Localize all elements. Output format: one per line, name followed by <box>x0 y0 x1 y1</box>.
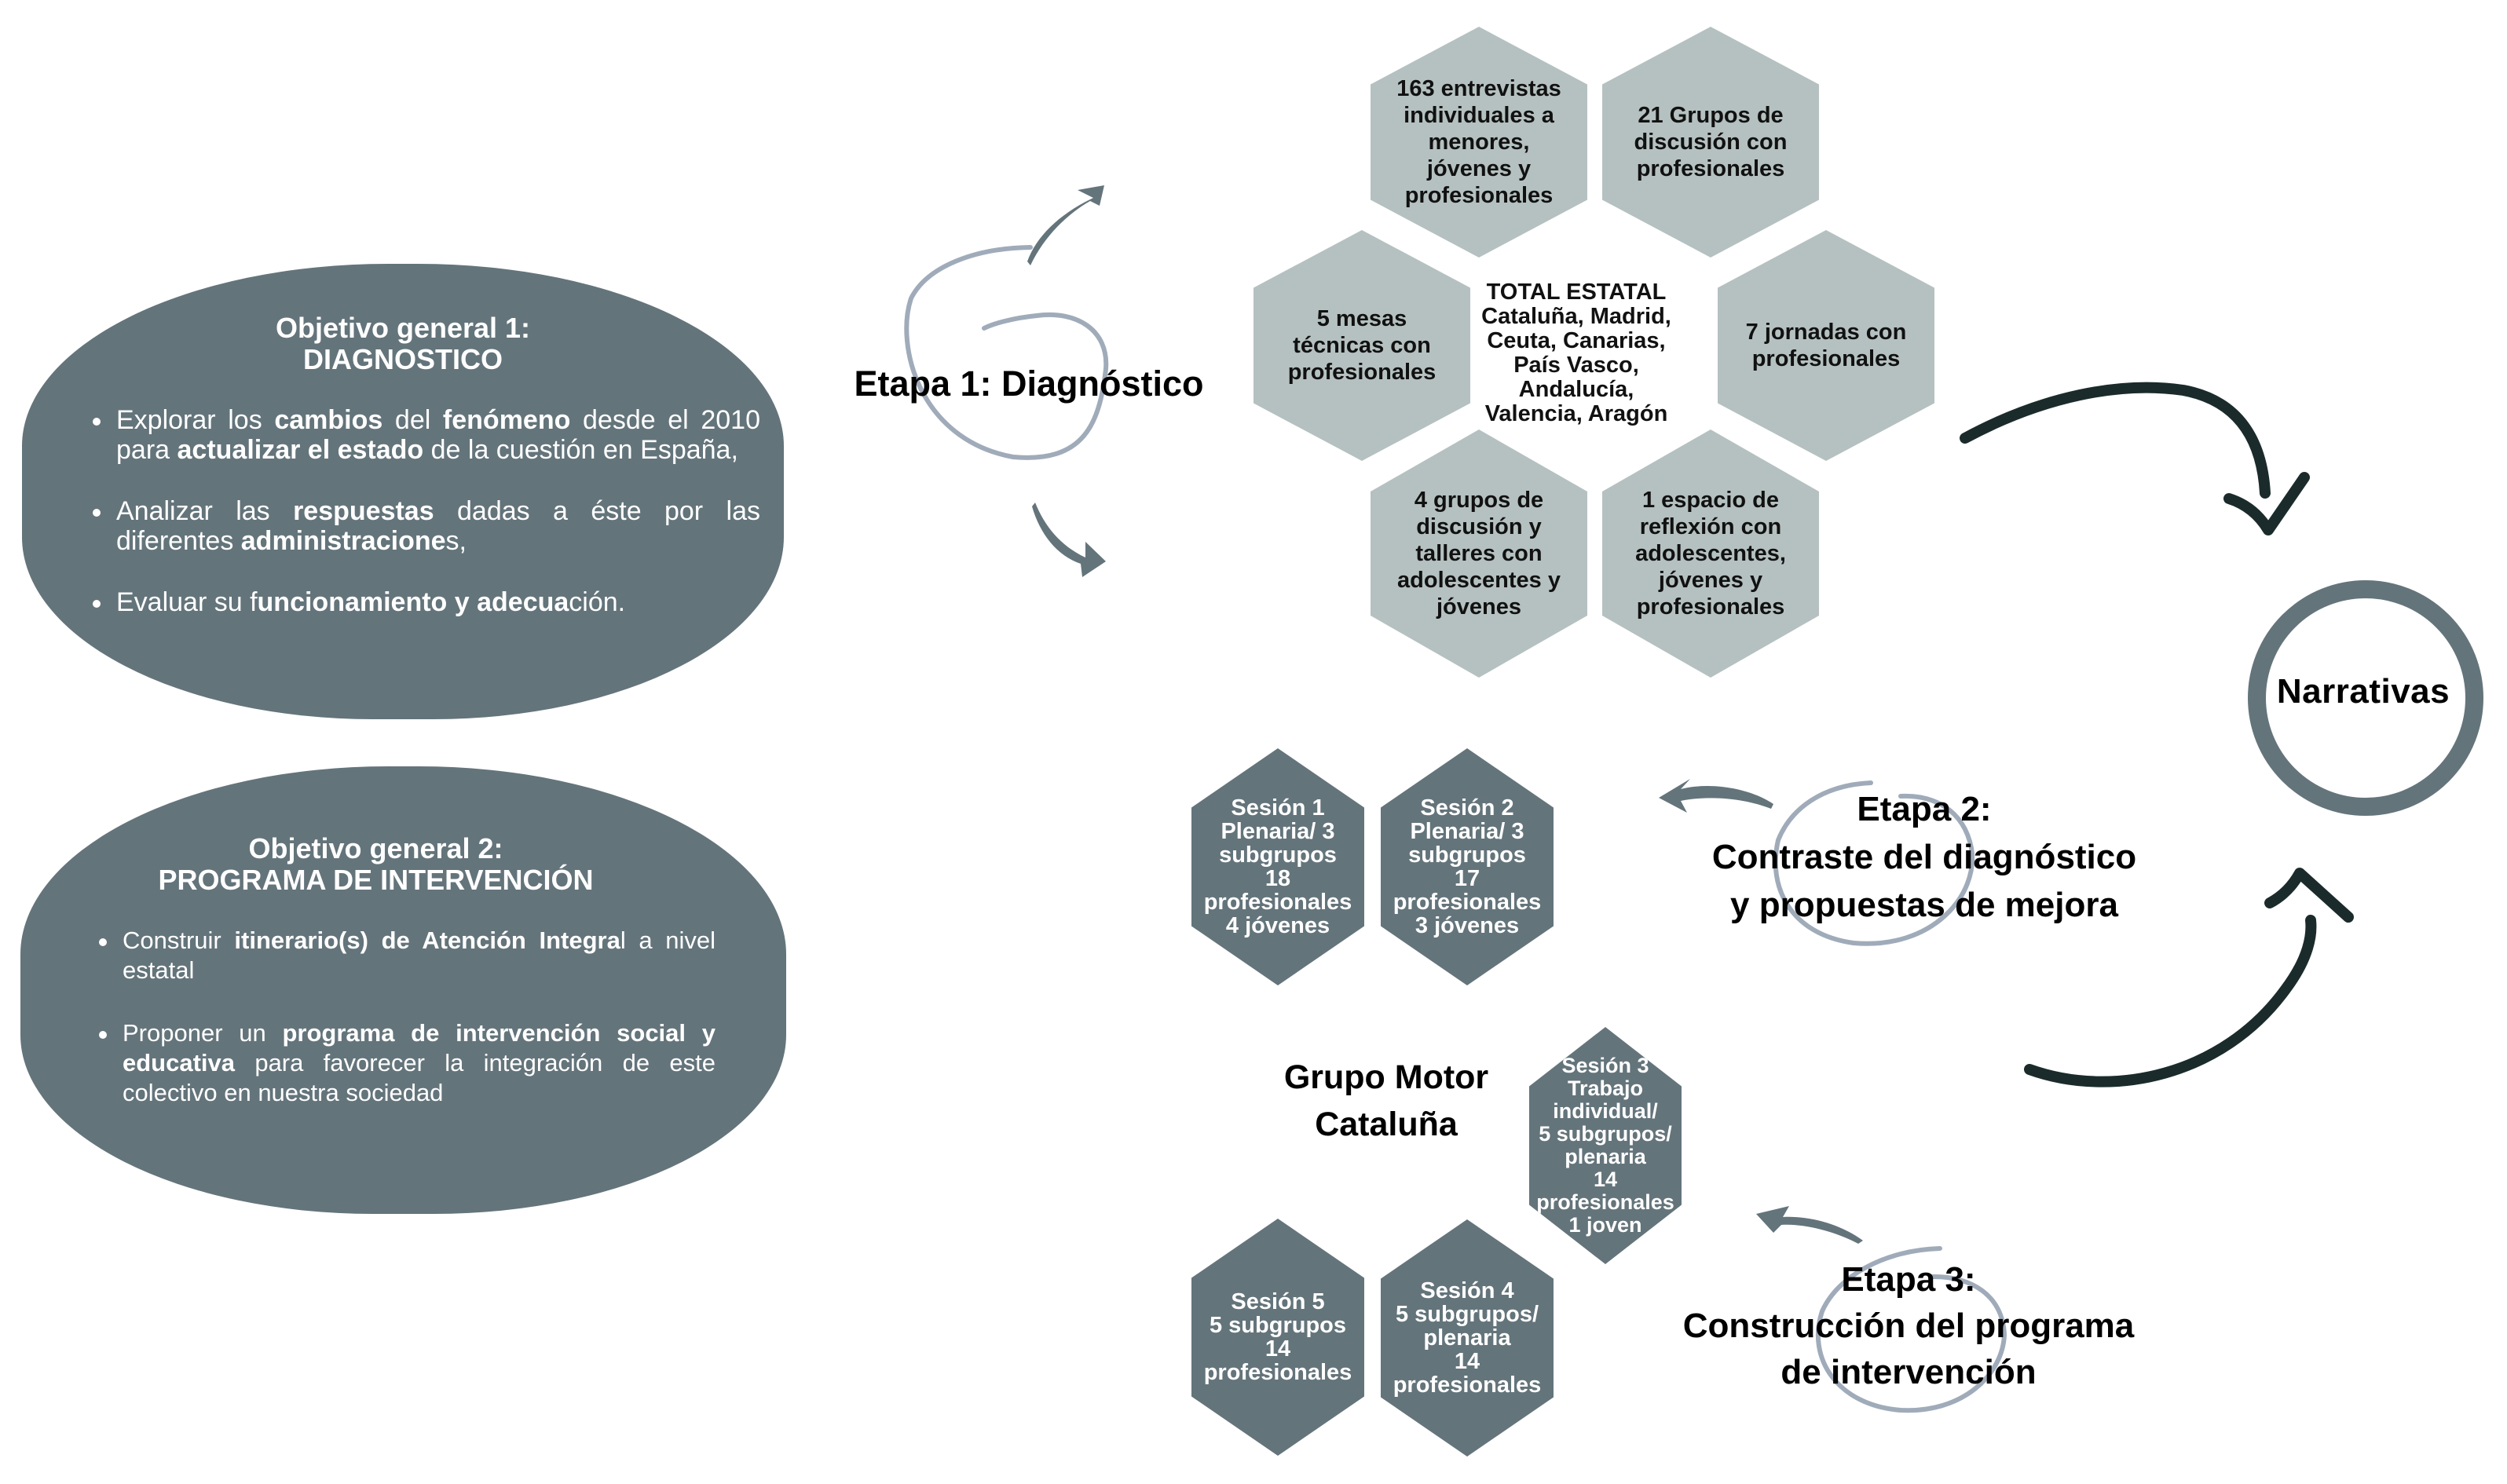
hex-jornadas-text: 7 jornadas con profesionales <box>1745 320 1907 371</box>
bullet-text: Explorar los <box>116 405 275 435</box>
objective-bullet: Construir itinerario(s) de Atención Inte… <box>99 926 716 985</box>
hex-sesion-4: Sesión 4 5 subgrupos/ plenaria 14 profes… <box>1381 1219 1554 1457</box>
stage-2-label: Etapa 2: Contraste del diagnóstico y pro… <box>1711 790 2137 924</box>
total-estatal-label: TOTAL ESTATAL Cataluña, Madrid, Ceuta, C… <box>1481 280 1671 426</box>
narrativas-label: Narrativas <box>2276 672 2450 711</box>
bullet-text: de la cuestión en España, <box>423 435 738 465</box>
bullet-bold-text: uncionamiento y adecua <box>257 587 569 617</box>
objective-bullet: Analizar las respuestas dadas a éste por… <box>93 496 760 556</box>
objective-2-bullets: Construir itinerario(s) de Atención Inte… <box>99 926 716 1108</box>
hex-sesion-1-text: Sesión 1 Plenaria/ 3 subgrupos 18 profes… <box>1203 795 1352 938</box>
objective-bullet: Evaluar su funcionamiento y adecuación. <box>93 587 760 617</box>
bullet-text: Evaluar su f <box>116 587 258 617</box>
hex-sesion-4-text: Sesión 4 5 subgrupos/ plenaria 14 profes… <box>1393 1278 1542 1398</box>
hex-grupos-talleres: 4 grupos de discusión y talleres con ado… <box>1371 429 1587 678</box>
bullet-text: dadas a éste por las diferentes <box>116 496 760 556</box>
hex-entrevistas-text: 163 entrevistas individuales a menores, … <box>1396 76 1561 208</box>
bullet-text: Construir <box>123 927 235 954</box>
hex-sesion-2-text: Sesión 2 Plenaria/ 3 subgrupos 17 profes… <box>1393 795 1542 938</box>
hex-sesion-5-text: Sesión 5 5 subgrupos 14 profesionales <box>1203 1289 1352 1385</box>
hex-entrevistas: 163 entrevistas individuales a menores, … <box>1371 27 1587 258</box>
bullet-bold-text: administracione <box>240 526 446 556</box>
bullet-bold-text: respuestas <box>293 496 434 526</box>
narrativas-circle: Narrativas <box>2248 580 2483 816</box>
arrow-down-right-icon <box>1032 503 1106 577</box>
stage-1-label: Etapa 1: Diagnóstico <box>854 364 1204 404</box>
hex-sesion-3-text: Sesión 3 Trabajo individual/ 5 subgrupos… <box>1536 1054 1674 1237</box>
objective-1-title-line1: Objetivo general 1: <box>275 312 531 344</box>
objective-bullet: Proponer un programa de intervención soc… <box>99 1018 716 1108</box>
objective-2-title-line1: Objetivo general 2: <box>248 832 503 864</box>
hex-grupos-discusion-text: 21 Grupos de discusión con profesionales <box>1634 103 1788 181</box>
objective-2-title-line2: PROGRAMA DE INTERVENCIÓN <box>158 864 594 896</box>
bullet-text: Proponer un <box>123 1019 283 1047</box>
objective-1-panel: Objetivo general 1: DIAGNOSTICO Explorar… <box>22 264 784 719</box>
bullet-text: s, <box>445 526 467 556</box>
hex-jornadas: 7 jornadas con profesionales <box>1718 230 1934 461</box>
arrow-up-right-icon <box>1027 185 1104 265</box>
sketch-circle-etapa1 <box>904 245 1109 460</box>
hex-espacio-reflexion-text: 1 espacio de reflexión con adolescentes,… <box>1635 488 1786 620</box>
hex-sesion-5: Sesión 5 5 subgrupos 14 profesionales <box>1191 1219 1364 1456</box>
bullet-text: del <box>382 405 443 435</box>
bullet-text: l a nivel estatal <box>123 927 716 984</box>
bullet-bold-text: actualizar el estado <box>177 435 424 465</box>
hex-mesas-tecnicas-text: 5 mesas técnicas con profesionales <box>1287 306 1436 385</box>
bullet-text: Analizar las <box>116 496 294 526</box>
hex-mesas-tecnicas: 5 mesas técnicas con profesionales <box>1254 230 1470 461</box>
bullet-bold-text: programa de intervención social y educat… <box>123 1019 716 1076</box>
objective-bullet: Explorar los cambios del fenómeno desde … <box>93 405 760 465</box>
objective-2-title: Objetivo general 2: PROGRAMA DE INTERVEN… <box>36 833 716 896</box>
objective-1-bullets: Explorar los cambios del fenómeno desde … <box>93 405 760 617</box>
bullet-text: ción. <box>569 587 626 617</box>
bullet-text: desde el 2010 para <box>116 405 760 465</box>
hex-grupos-discusion: 21 Grupos de discusión con profesionales <box>1602 27 1819 258</box>
grupo-motor-label: Grupo Motor Cataluña <box>1283 1058 1489 1143</box>
objective-1-title: Objetivo general 1: DIAGNOSTICO <box>46 313 760 375</box>
hex-sesion-3: Sesión 3 Trabajo individual/ 5 subgrupos… <box>1529 1027 1682 1264</box>
cycle-arrow-top <box>1960 382 2310 535</box>
bullet-bold-text: fenómeno <box>442 405 571 435</box>
stage-3-label: Etapa 3: Construcción del programa de in… <box>1682 1260 2135 1391</box>
hex-espacio-reflexion: 1 espacio de reflexión con adolescentes,… <box>1602 429 1819 678</box>
bullet-text: para favorecer la integración de este co… <box>123 1049 716 1106</box>
bullet-bold-text: itinerario(s) de Atención Integra <box>234 927 620 954</box>
objective-1-title-line2: DIAGNOSTICO <box>302 343 503 375</box>
objective-2-panel: Objetivo general 2: PROGRAMA DE INTERVEN… <box>20 766 786 1214</box>
hex-sesion-2: Sesión 2 Plenaria/ 3 subgrupos 17 profes… <box>1381 748 1554 985</box>
hex-sesion-1: Sesión 1 Plenaria/ 3 subgrupos 18 profes… <box>1191 748 1364 985</box>
arrow-left-icon-2 <box>1756 1206 1863 1244</box>
hex-grupos-talleres-text: 4 grupos de discusión y talleres con ado… <box>1397 488 1561 620</box>
bullet-bold-text: cambios <box>274 405 383 435</box>
